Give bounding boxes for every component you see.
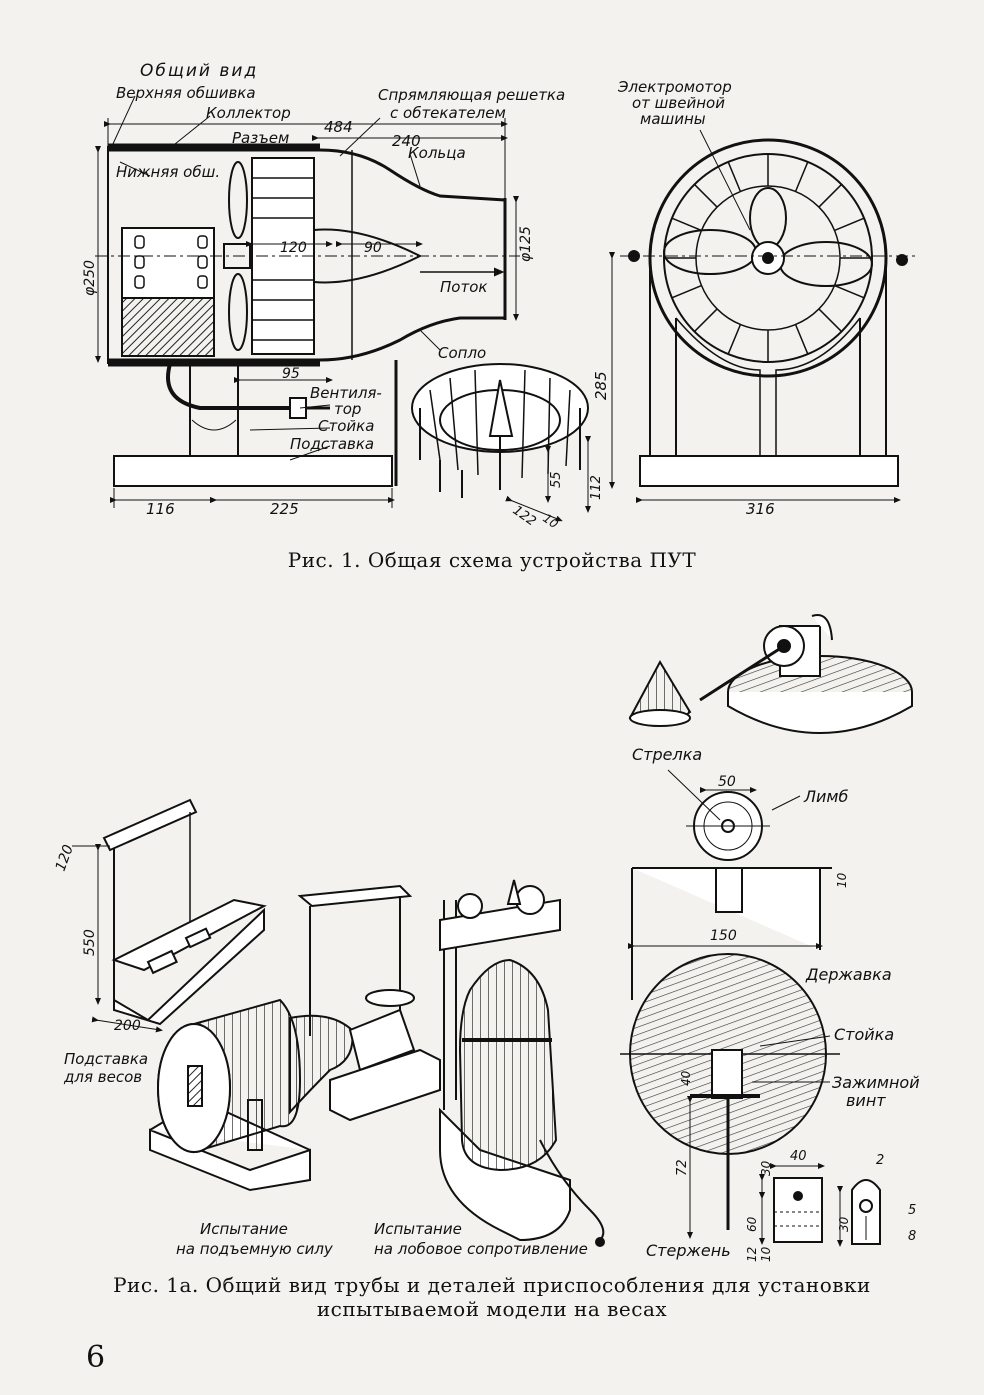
label-holder: Державка (805, 965, 892, 984)
fig1-front-view (609, 129, 916, 503)
dim-1a-40: 40 (679, 1070, 693, 1086)
dim-1a-10b: 10 (759, 1246, 773, 1262)
label-nozzle: Сопло (438, 344, 486, 362)
dim-316: 316 (746, 500, 775, 518)
dim-285: 285 (592, 371, 610, 400)
grid-spoke (794, 161, 809, 192)
label-arrow: Стрелка (632, 745, 702, 764)
dim-1a-60: 60 (745, 1216, 759, 1232)
label-stand: Подставка (290, 435, 374, 453)
figure1a-caption-line2: испытываемой модели на весах (316, 1297, 668, 1321)
dim-1a-30b: 30 (837, 1216, 851, 1232)
grid-spoke (727, 324, 742, 355)
grid-spoke (671, 284, 702, 299)
label-fan-1: Вентиля- (310, 384, 382, 402)
dim-1a-150: 150 (710, 928, 737, 944)
label-drag-test-1: Испытание (374, 1220, 462, 1238)
dim-120: 120 (280, 240, 307, 256)
label-limb: Лимб (803, 787, 849, 806)
dim-1a-2: 2 (876, 1153, 884, 1168)
dim-1a-5: 5 (908, 1203, 916, 1218)
dim-225: 225 (270, 500, 299, 518)
label-fan-2: тор (334, 400, 361, 418)
fig1-side-view (95, 95, 520, 508)
figure1a-caption-line1: Рис. 1а. Общий вид трубы и деталей присп… (113, 1273, 871, 1297)
fig1a-drag-test (439, 879, 605, 1247)
dim-484: 484 (324, 118, 353, 136)
label-flow: Поток (440, 278, 487, 296)
dim-90: 90 (364, 240, 382, 256)
label-upper-skin: Верхняя обшивка (116, 84, 256, 102)
fig1a-small-details (759, 1163, 881, 1247)
dim-1a-12: 12 (745, 1247, 759, 1262)
label-lift-test-2: на подъемную силу (176, 1240, 334, 1258)
grid-spoke (834, 284, 865, 299)
label-post: Стойка (318, 417, 374, 435)
dim-112: 112 (589, 475, 604, 500)
grid-spoke (818, 308, 843, 333)
dim-122: 122 (510, 503, 539, 530)
dim-95: 95 (282, 366, 300, 382)
dim-1a-550: 550 (82, 929, 98, 956)
fig1a-limb (667, 769, 801, 861)
figure1-caption: Рис. 1. Общая схема устройства ПУТ (287, 548, 697, 572)
dim-1a-50: 50 (718, 774, 736, 790)
label-drag-test-2: на лобовое сопротивление (374, 1240, 588, 1258)
label-motor-1: Электромотор (617, 78, 732, 96)
fig1a-scale-stand (72, 798, 267, 1033)
grid-spoke (834, 217, 865, 232)
dim-55: 55 (549, 471, 564, 488)
fig1a-labels: Стрелка Лимб Державка Стойка Зажимной ви… (53, 745, 920, 1262)
label-collector: Коллектор (206, 104, 291, 122)
figure1a-caption: Рис. 1а. Общий вид трубы и деталей присп… (0, 1273, 984, 1321)
label-straightening-grid-2: с обтекателем (390, 104, 506, 122)
label-motor-2: от швейной (632, 94, 725, 112)
dim-125: φ125 (518, 226, 534, 262)
label-motor-3: машины (640, 110, 706, 128)
dim-1a-30: 30 (759, 1160, 773, 1176)
fig1-labels: Общий вид Верхняя обшивка Коллектор Разъ… (82, 61, 775, 531)
fig1a-holder (620, 867, 840, 1239)
dim-116: 116 (146, 500, 175, 518)
dim-1a-200: 200 (114, 1018, 141, 1034)
grid-spoke (671, 217, 702, 232)
label-scale-stand-1: Подставка (64, 1050, 148, 1068)
fig1-grid-perspective (411, 363, 591, 522)
grid-spoke (693, 183, 718, 208)
fig1a-turntable (628, 614, 913, 734)
dim-10: 10 (540, 511, 561, 531)
grid-spoke (727, 161, 742, 192)
dim-1a-8: 8 (908, 1229, 916, 1244)
dim-1a-40b: 40 (790, 1149, 807, 1164)
label-clamp-2: винт (846, 1091, 886, 1110)
grid-spoke (693, 308, 718, 333)
dim-240: 240 (392, 132, 421, 150)
dim-1a-10: 10 (835, 872, 849, 888)
label-clamp-1: Зажимной (832, 1073, 920, 1092)
label-post-1a: Стойка (834, 1025, 894, 1044)
dim-1a-72: 72 (675, 1159, 690, 1176)
label-general-view: Общий вид (140, 61, 258, 81)
dim-250: φ250 (82, 260, 98, 296)
fig1a-lift-test (149, 884, 441, 1192)
label-scale-stand-2: для весов (63, 1068, 142, 1086)
dim-1a-120: 120 (53, 843, 77, 874)
label-rings: Кольца (408, 144, 466, 162)
label-straightening-grid-1: Спрямляющая решетка (378, 86, 565, 104)
grid-spoke (794, 324, 809, 355)
label-joint: Разъем (232, 129, 289, 147)
label-lower-skin: Нижняя обш. (116, 163, 220, 181)
grid-spoke (818, 183, 843, 208)
page-number: 6 (86, 1340, 106, 1375)
label-lift-test-1: Испытание (200, 1220, 288, 1238)
label-rod: Стержень (646, 1241, 731, 1260)
